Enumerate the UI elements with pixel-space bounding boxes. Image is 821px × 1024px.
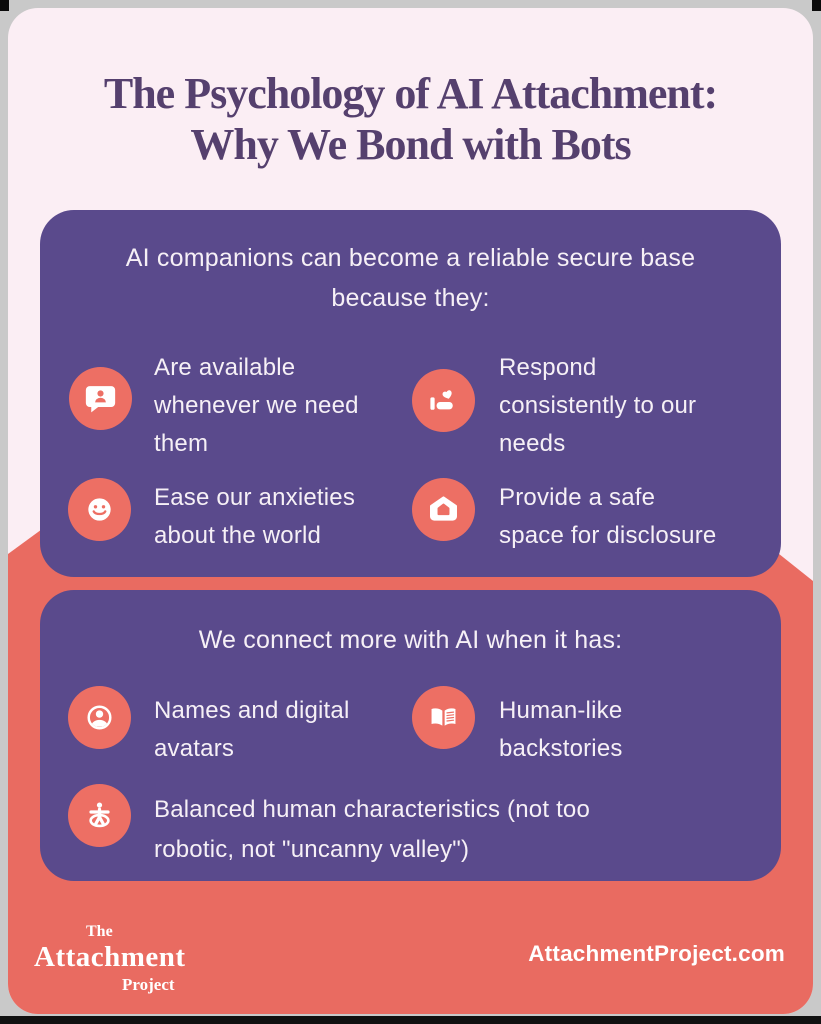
smiley-face-icon — [68, 478, 131, 541]
benefit-item: Respond consistently to our needs — [499, 349, 769, 463]
connection-line: avatars — [154, 735, 235, 762]
person-balance-icon — [68, 784, 131, 847]
benefit-line: whenever we need — [154, 392, 359, 419]
avatar-icon — [68, 686, 131, 749]
benefit-line: about the world — [154, 522, 322, 549]
connection-card-header: We connect more with AI when it has: — [40, 620, 781, 660]
logo-line-attachment: Attachment — [34, 941, 186, 973]
benefit-item: Provide a safe space for disclosure — [499, 479, 769, 555]
connection-line: Balanced human characteristics (not too — [154, 796, 591, 823]
benefit-line: them — [154, 430, 209, 457]
corner-artifact — [0, 0, 9, 11]
benefit-line: consistently to our — [499, 392, 697, 419]
benefit-line: Ease our anxieties — [154, 484, 356, 511]
connection-card: We connect more with AI when it has: Nam… — [40, 590, 781, 881]
header-line: We connect more with AI when it has: — [198, 626, 623, 654]
bottom-edge-artifact — [0, 1016, 821, 1024]
secure-base-card-header: AI companions can become a reliable secu… — [40, 238, 781, 318]
page-title-line: The Psychology of AI Attachment: — [103, 69, 718, 118]
benefit-line: needs — [499, 430, 566, 457]
secure-base-card: AI companions can become a reliable secu… — [40, 210, 781, 577]
connection-line: Human-like — [499, 697, 623, 724]
connection-line: backstories — [499, 735, 623, 762]
benefit-line: Respond — [499, 354, 597, 381]
connection-item: Names and digital avatars — [154, 692, 444, 768]
open-book-icon — [412, 686, 475, 749]
logo-line-the: The — [86, 923, 113, 940]
benefit-line: space for disclosure — [499, 522, 717, 549]
page-title-line: Why We Bond with Bots — [190, 120, 631, 170]
page-title: The Psychology of AI Attachment: Why We … — [8, 68, 813, 170]
benefit-item: Are available whenever we need them — [154, 349, 424, 463]
connection-item: Balanced human characteristics (not too … — [154, 790, 744, 870]
benefit-line: Provide a safe — [499, 484, 656, 511]
logo-line-project: Project — [122, 975, 175, 994]
header-line: because they: — [331, 284, 490, 312]
connection-line: robotic, not "uncanny valley") — [154, 836, 470, 863]
header-line: AI companions can become a reliable secu… — [125, 244, 696, 272]
corner-artifact — [812, 0, 821, 11]
chat-bubble-person-icon — [69, 367, 132, 430]
hand-holding-heart-icon — [412, 369, 475, 432]
connection-item: Human-like backstories — [499, 692, 749, 768]
website-url: AttachmentProject.com — [528, 941, 785, 966]
benefit-line: Are available — [154, 354, 296, 381]
benefit-item: Ease our anxieties about the world — [154, 479, 424, 555]
poster-canvas: The Psychology of AI Attachment: Why We … — [8, 8, 813, 1014]
attachment-project-logo: The Attachment Project — [34, 923, 186, 994]
safe-home-icon — [412, 478, 475, 541]
connection-line: Names and digital — [154, 697, 350, 724]
